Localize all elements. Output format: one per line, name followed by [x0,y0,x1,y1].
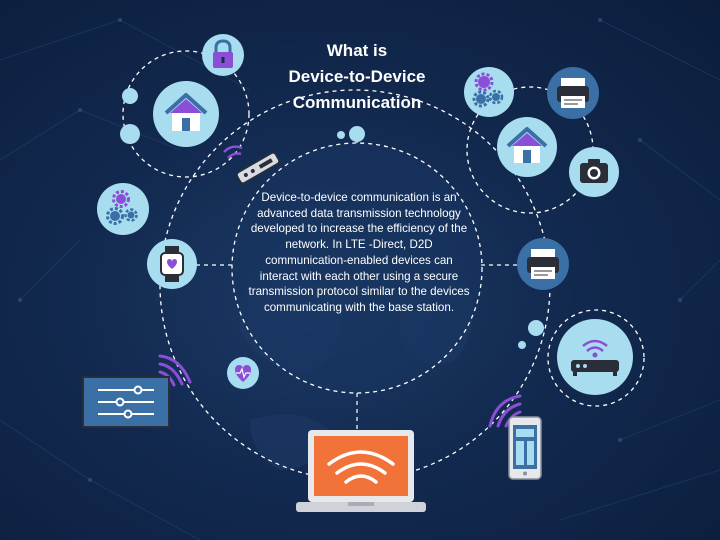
smartphone-icon [508,416,542,480]
home-icon-right [497,117,557,177]
title-line-2: Device-to-Device [288,67,426,86]
title-line-1: What is [326,41,388,60]
camera-icon [569,147,619,197]
settings-panel-icon [82,376,170,428]
printer-icon [547,67,599,119]
center-dashed-circle [231,142,483,394]
access-point-icon [223,145,280,184]
router-cluster-ring [547,309,645,407]
diagram-title: What is Device-to-Device Communication [262,38,452,116]
lock-icon [202,34,244,76]
gears-icon [464,67,514,117]
description-text: Device-to-device communication is an adv… [248,191,470,314]
printer-icon-2 [517,238,569,290]
gears-icon-left [97,183,149,235]
smartwatch-icon [147,239,197,289]
home-icon [153,81,219,147]
home-cluster-ring [122,50,250,178]
background-network-mesh [0,19,720,540]
heart-icon [227,357,259,389]
router-icon [557,319,633,395]
laptop-icon [296,430,426,512]
connector-dots [120,88,544,349]
title-line-3: Communication [292,93,422,112]
background-mesh-nodes [18,18,682,482]
